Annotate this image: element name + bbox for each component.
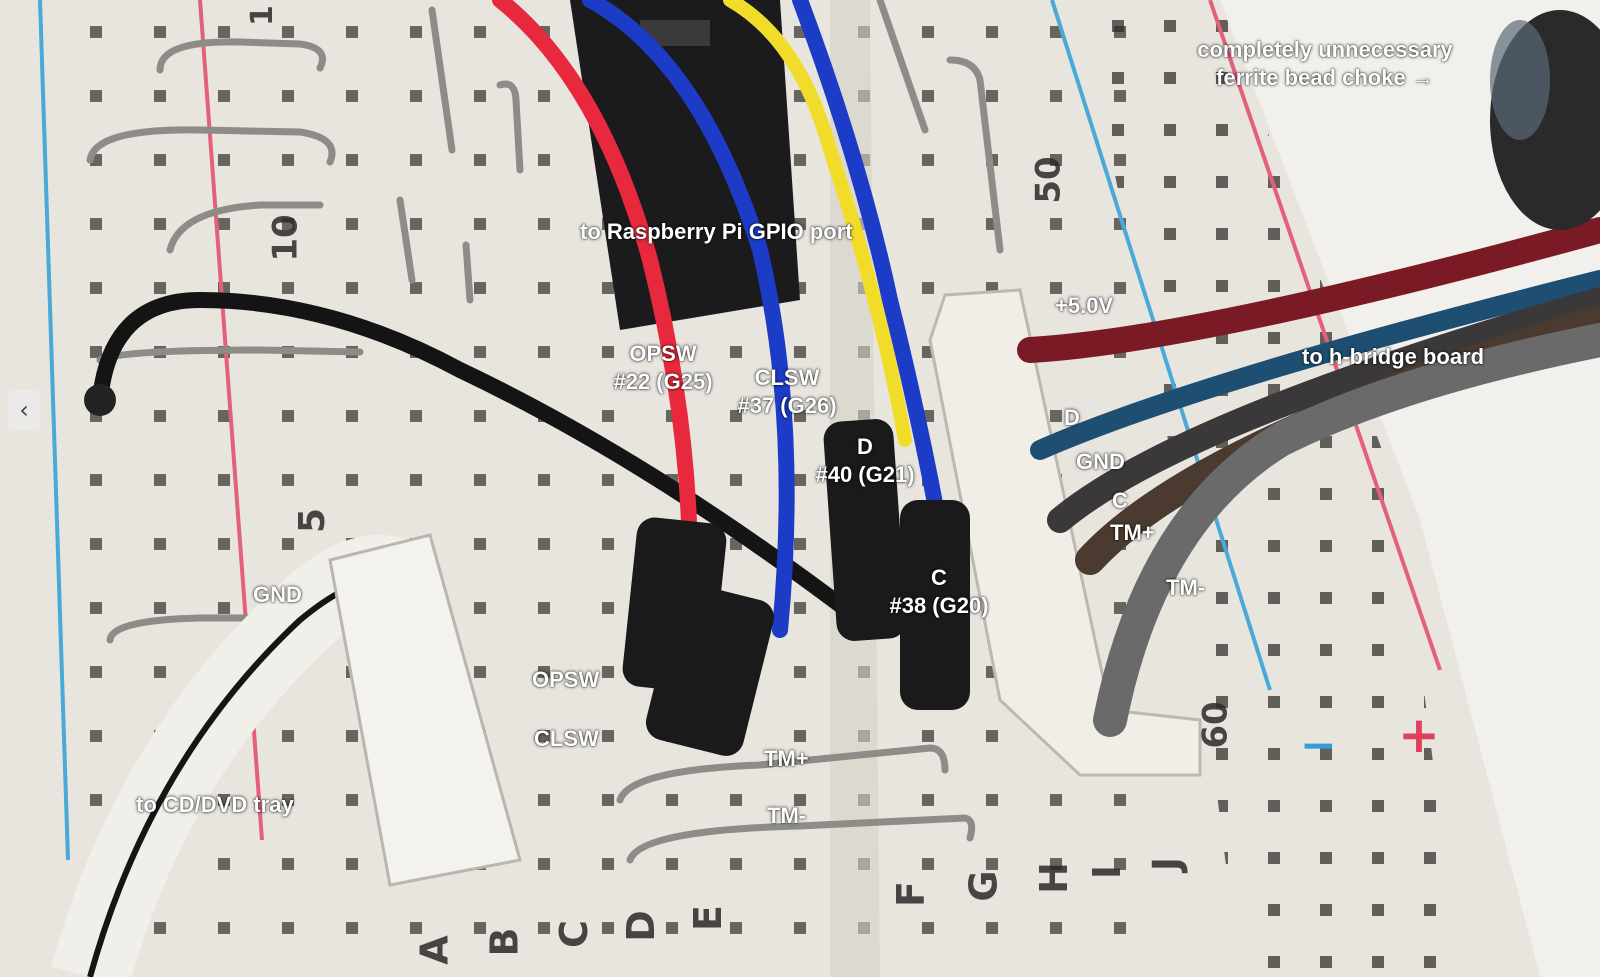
cddvd-connector (328, 533, 522, 887)
board-row-50: 50 (1028, 156, 1069, 204)
col-letter-g: G (961, 870, 1006, 902)
ferrite-label-line2: ferrite bead choke → (1216, 65, 1434, 90)
d-pin-label: D #40 (G21) (800, 433, 930, 489)
tray-clsw-label: CLSW (534, 726, 599, 751)
board-row-10: 10 (265, 214, 306, 262)
hbridge-label: to h-bridge board (1302, 344, 1485, 369)
col-letter-e: E (685, 905, 730, 931)
hbridge-gnd-label: GND (1076, 449, 1125, 474)
tray-gnd-label: GND (253, 582, 302, 607)
black-wire-end (84, 384, 116, 416)
clsw-pin-label: CLSW #37 (G26) (722, 364, 852, 420)
col-letter-d: D (618, 910, 663, 942)
hbridge-connector (928, 288, 1202, 777)
board-row-5: 5 (292, 507, 334, 534)
tray-tmminus-label: TM- (767, 803, 807, 828)
red-wire (492, 0, 698, 578)
col-letter-b: B (482, 927, 527, 957)
opsw-pin-number: #22 (G25) (613, 369, 713, 394)
hbridge-tmminus-label: TM- (1166, 575, 1206, 600)
d-pin-name: D (857, 434, 873, 459)
cddvd-tray-label: to CD/DVD tray (136, 792, 294, 817)
c-pin-number: #38 (G20) (889, 593, 989, 618)
pin-housings (622, 419, 970, 756)
hbridge-c-label: C (1112, 488, 1128, 513)
blue-wire-c (792, 0, 948, 538)
col-letter-h: H (1031, 862, 1076, 894)
hbridge-tmplus-label: TM+ (1110, 520, 1155, 545)
rail-hole-grid (1080, 0, 1460, 977)
rail-line-blue-left (38, 0, 70, 861)
c-pin-label: C #38 (G20) (874, 564, 1004, 620)
opsw-pin-name: OPSW (629, 341, 697, 366)
rail-plus-mark: + (1398, 706, 1440, 764)
jumper-wires (86, 0, 1004, 864)
hbridge-cable-bundle (1017, 217, 1600, 737)
board-row-1: 1 (244, 5, 280, 26)
ferrite-bead-highlight (1490, 20, 1550, 140)
hbridge-d-label: D (1064, 405, 1080, 430)
d-pin-number: #40 (G21) (815, 462, 915, 487)
col-letter-i: I (1085, 864, 1130, 880)
plus-5v-label: +5.0V (1055, 293, 1114, 318)
c-pin-name: C (931, 565, 947, 590)
yellow-wire (723, 0, 912, 447)
col-letter-c: C (551, 920, 596, 948)
blue-wire-clsw (582, 0, 795, 638)
gpio-label: to Raspberry Pi GPIO port (580, 219, 853, 244)
clsw-pin-number: #37 (G26) (737, 393, 837, 418)
col-letter-f: F (888, 881, 933, 907)
ferrite-label-line1: completely unnecessary (1197, 37, 1453, 62)
opsw-pin-label: OPSW #22 (G25) (598, 340, 728, 396)
col-letter-a: A (412, 935, 457, 965)
board-row-60: 60 (1195, 701, 1236, 749)
clsw-pin-name: CLSW (754, 365, 820, 390)
rail-minus-mark: − (1300, 720, 1337, 771)
column-letters: A B C D E F G H I J (413, 857, 1200, 970)
tray-tmplus-label: TM+ (764, 746, 809, 771)
col-letter-j: J (1145, 856, 1190, 872)
chevron-left-icon: ‹ (19, 396, 29, 424)
rail-line-red-right (1208, 0, 1442, 671)
tray-opsw-label: OPSW (532, 667, 600, 692)
ferrite-choke-label: completely unnecessary ferrite bead chok… (1180, 36, 1470, 92)
previous-image-button[interactable]: ‹ (8, 390, 40, 430)
ic-chip (570, 0, 800, 330)
